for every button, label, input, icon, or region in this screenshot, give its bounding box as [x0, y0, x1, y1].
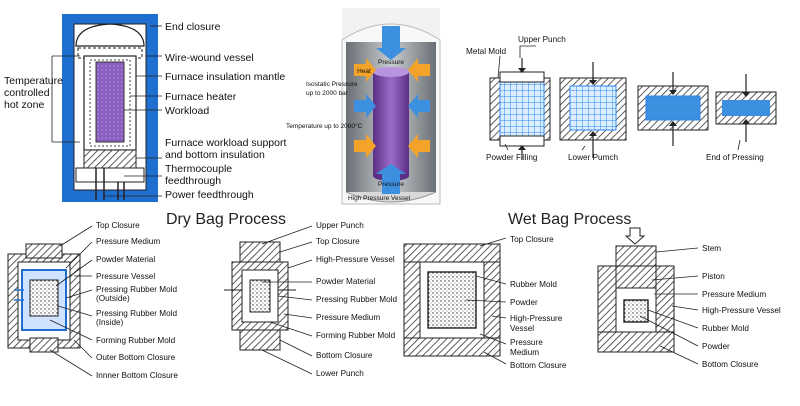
label-d2-pressing-rubber-mold: Pressing Rubber Mold [316, 295, 397, 304]
label-w1-rubber-mold: Rubber Mold [510, 280, 557, 289]
label-temperature-zone: Temperature controlled hot zone [4, 75, 66, 111]
label-d1-pressure-vessel: Pressure Vessel [96, 272, 155, 281]
pressing-sequence: Upper Punch Metal Mold Powder Filling Lo… [466, 35, 777, 162]
pressure-arrow-bottom [382, 174, 400, 194]
label-d1-inner-bottom-closure: Innner Bottom Closure [96, 371, 178, 380]
label-metal-mold: Metal Mold [466, 47, 506, 56]
label-pressure-top: Pressure [378, 59, 404, 66]
label-d2-high-pressure-vessel: High-Pressure Vessel [316, 255, 395, 264]
hip-cutaway: End closure Wire-wound vessel Temperatur… [4, 14, 289, 202]
label-d2-lower-punch: Lower Punch [316, 369, 364, 378]
label-power-feedthrough: Power feedthrough [165, 189, 254, 201]
label-w2-stem: Stem [702, 244, 721, 253]
label-furnace-insulation: Furnace insulation mantle [165, 71, 285, 83]
label-d2-forming-rubber-mold: Forming Rubber Mold [316, 331, 396, 340]
label-d1-rubber-mold-inside: Pressing Rubber Mold [96, 309, 177, 318]
dry-bag-diagram-2: Upper Punch Top Closure High-Pressure Ve… [224, 221, 397, 378]
workload-shape [95, 61, 125, 143]
label-w2-bottom-closure: Bottom Closure [702, 360, 759, 369]
label-w1-vessel: Vessel [510, 324, 534, 333]
label-end-of-pressing: End of Pressing [706, 153, 764, 162]
title-dry-bag: Dry Bag Process [166, 211, 286, 228]
label-powder-filling: Powder Filling [486, 153, 538, 162]
label-d1-outside: (Outside) [96, 294, 130, 303]
label-d2-top-closure: Top Closure [316, 237, 360, 246]
label-d1-top-closure: Top Closure [96, 221, 140, 230]
label-lower-punch: Lower Pumch [568, 153, 619, 162]
heat-arrow-left-1 [354, 58, 376, 82]
label-w2-high-pressure-vessel: High-Pressure Vessel [702, 306, 781, 315]
workload-support-shape [83, 149, 137, 169]
label-d1-powder-material: Powder Material [96, 255, 155, 264]
dry-bag-diagram-1: Top Closure Pressure Medium Powder Mater… [7, 221, 178, 380]
label-d1-rubber-mold-outside: Pressing Rubber Mold [96, 285, 177, 294]
label-end-closure: End closure [165, 21, 221, 33]
label-workload: Workload [165, 105, 209, 117]
label-w1-powder: Powder [510, 298, 538, 307]
label-isostatic: Isostatic Pressure up to 2000 bar [306, 81, 359, 97]
label-wire-wound-vessel: Wire-wound vessel [165, 52, 254, 64]
stem-arrow [624, 227, 646, 245]
label-w1-high-pressure: High-Pressure [510, 314, 563, 323]
label-upper-punch: Upper Punch [518, 35, 566, 44]
label-workload-support: Furnace workload support and bottom insu… [165, 137, 289, 161]
label-d2-powder-material: Powder Material [316, 277, 375, 286]
heat-arrow-right-2 [408, 134, 430, 158]
title-wet-bag: Wet Bag Process [508, 211, 631, 228]
label-d1-forming-rubber-mold: Forming Rubber Mold [96, 336, 176, 345]
label-w2-piston: Piston [702, 272, 725, 281]
label-w2-rubber-mold: Rubber Mold [702, 324, 749, 333]
label-d1-pressure-medium: Pressure Medium [96, 237, 160, 246]
pressure-arrow-left [354, 94, 376, 118]
label-vessel-name: High Pressure Vessel [348, 195, 411, 202]
label-d2-bottom-closure: Bottom Closure [316, 351, 373, 360]
workload-cylinder-shape [373, 72, 409, 176]
label-thermocouple: Thermocouple feedthrough [165, 163, 235, 187]
heat-arrow-right-1 [408, 58, 430, 82]
label-w2-powder: Powder [702, 342, 730, 351]
wet-bag-diagram-2: Stem Piston Pressure Medium High-Pressur… [597, 227, 781, 369]
heat-arrow-left-2 [354, 134, 376, 158]
label-d1-inside: (Inside) [96, 318, 124, 327]
label-w2-pressure-medium: Pressure Medium [702, 290, 766, 299]
end-closure-shape [75, 23, 145, 47]
label-w1-pressure: Pressure [510, 338, 543, 347]
label-d1-outer-bottom-closure: Outer Bottom Closure [96, 353, 176, 362]
label-pressure-bottom: Pressure [378, 181, 404, 188]
label-temperature: Temperature up to 2000°C [286, 122, 363, 130]
label-furnace-heater: Furnace heater [165, 91, 237, 103]
pressure-arrow-top [382, 26, 400, 48]
label-heat: Heat [357, 68, 371, 75]
pressure-vessel-figure: Pressure Pressure Heat Isostatic Pressur… [286, 8, 441, 205]
wet-bag-diagram-1: Top Closure Rubber Mold Powder High-Pres… [403, 235, 567, 370]
powder-fill-grid [499, 81, 545, 137]
label-d2-upper-punch: Upper Punch [316, 221, 364, 230]
pressure-arrow-right [408, 94, 430, 118]
label-w1-bottom-closure: Bottom Closure [510, 361, 567, 370]
label-w1-top-closure: Top Closure [510, 235, 554, 244]
label-d2-pressure-medium: Pressure Medium [316, 313, 380, 322]
label-w1-medium: Medium [510, 348, 539, 357]
